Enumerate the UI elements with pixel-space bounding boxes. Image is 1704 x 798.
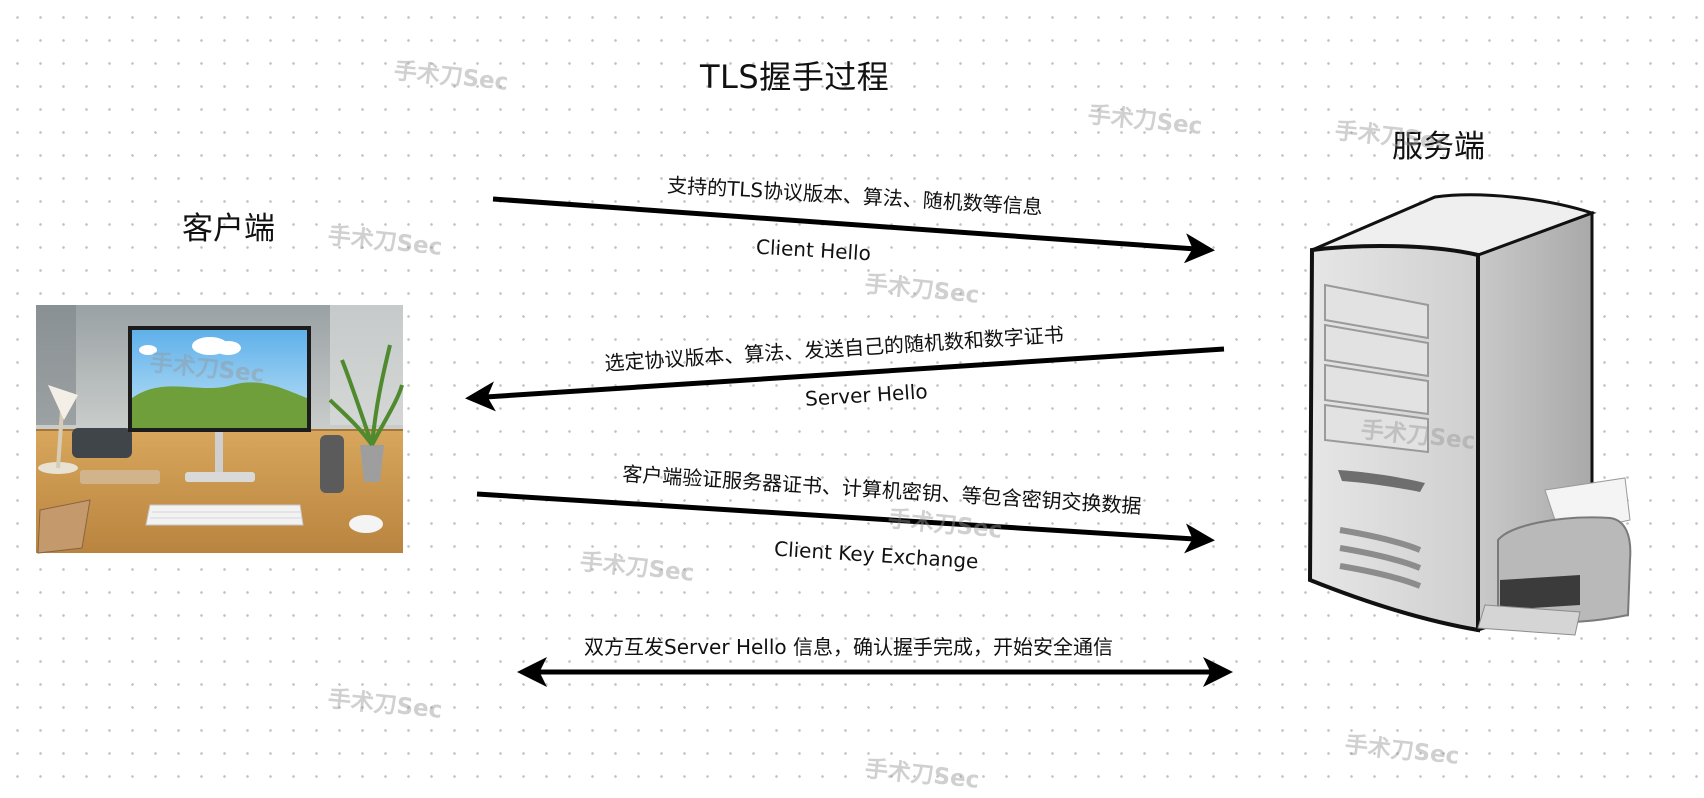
diagram-title: TLS握手过程 — [700, 58, 890, 96]
arrow-client-key-exchange — [476, 491, 1215, 554]
client-label: 客户端 — [182, 211, 275, 247]
arrow-client-hello — [492, 196, 1215, 264]
server-tower-icon — [1307, 193, 1632, 636]
message-4-description: 双方互发Server Hello 信息，确认握手完成，开始安全通信 — [584, 635, 1113, 659]
client-workspace-icon — [36, 305, 404, 554]
server-label: 服务端 — [1392, 129, 1485, 165]
arrow-server-hello — [465, 346, 1225, 412]
